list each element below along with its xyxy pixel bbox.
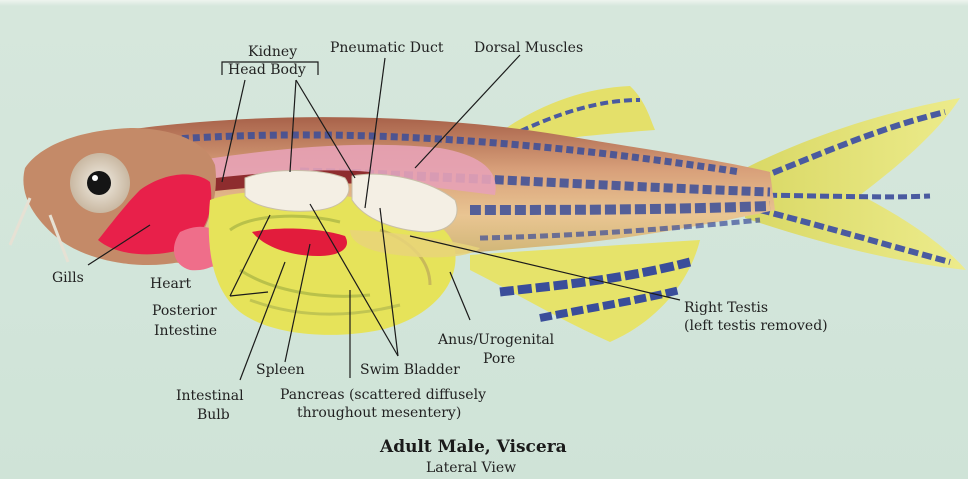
label-pancreas-2: throughout mesentery) <box>297 405 461 421</box>
label-posterior-intestine-2: Intestine <box>154 323 217 339</box>
label-anus-1: Anus/Urogenital <box>437 332 555 348</box>
label-pancreas-1: Pancreas (scattered diffusely <box>280 387 486 403</box>
label-head-body: Head Body <box>228 62 306 78</box>
anal-fin <box>470 240 700 342</box>
label-spleen: Spleen <box>256 362 305 378</box>
label-kidney: Kidney <box>248 44 297 60</box>
swim-bladder-anterior <box>245 171 349 212</box>
label-heart: Heart <box>150 276 192 292</box>
label-right-testis-1: Right Testis <box>684 300 768 316</box>
label-anus-2: Pore <box>483 351 515 367</box>
label-posterior-intestine-1: Posterior <box>152 303 217 319</box>
label-intestinal-bulb-2: Bulb <box>197 407 230 423</box>
label-dorsal-muscles: Dorsal Muscles <box>474 40 583 56</box>
caudal-fin <box>742 98 966 270</box>
label-gills: Gills <box>52 270 84 286</box>
barbel <box>10 198 30 245</box>
label-pneumatic-duct: Pneumatic Duct <box>330 40 444 56</box>
diagram-subtitle: Lateral View <box>426 460 516 476</box>
label-intestinal-bulb-1: Intestinal <box>176 388 244 404</box>
label-swim-bladder: Swim Bladder <box>360 362 460 378</box>
label-right-testis-2: (left testis removed) <box>684 318 828 334</box>
diagram-title: Adult Male, Viscera <box>379 437 567 457</box>
